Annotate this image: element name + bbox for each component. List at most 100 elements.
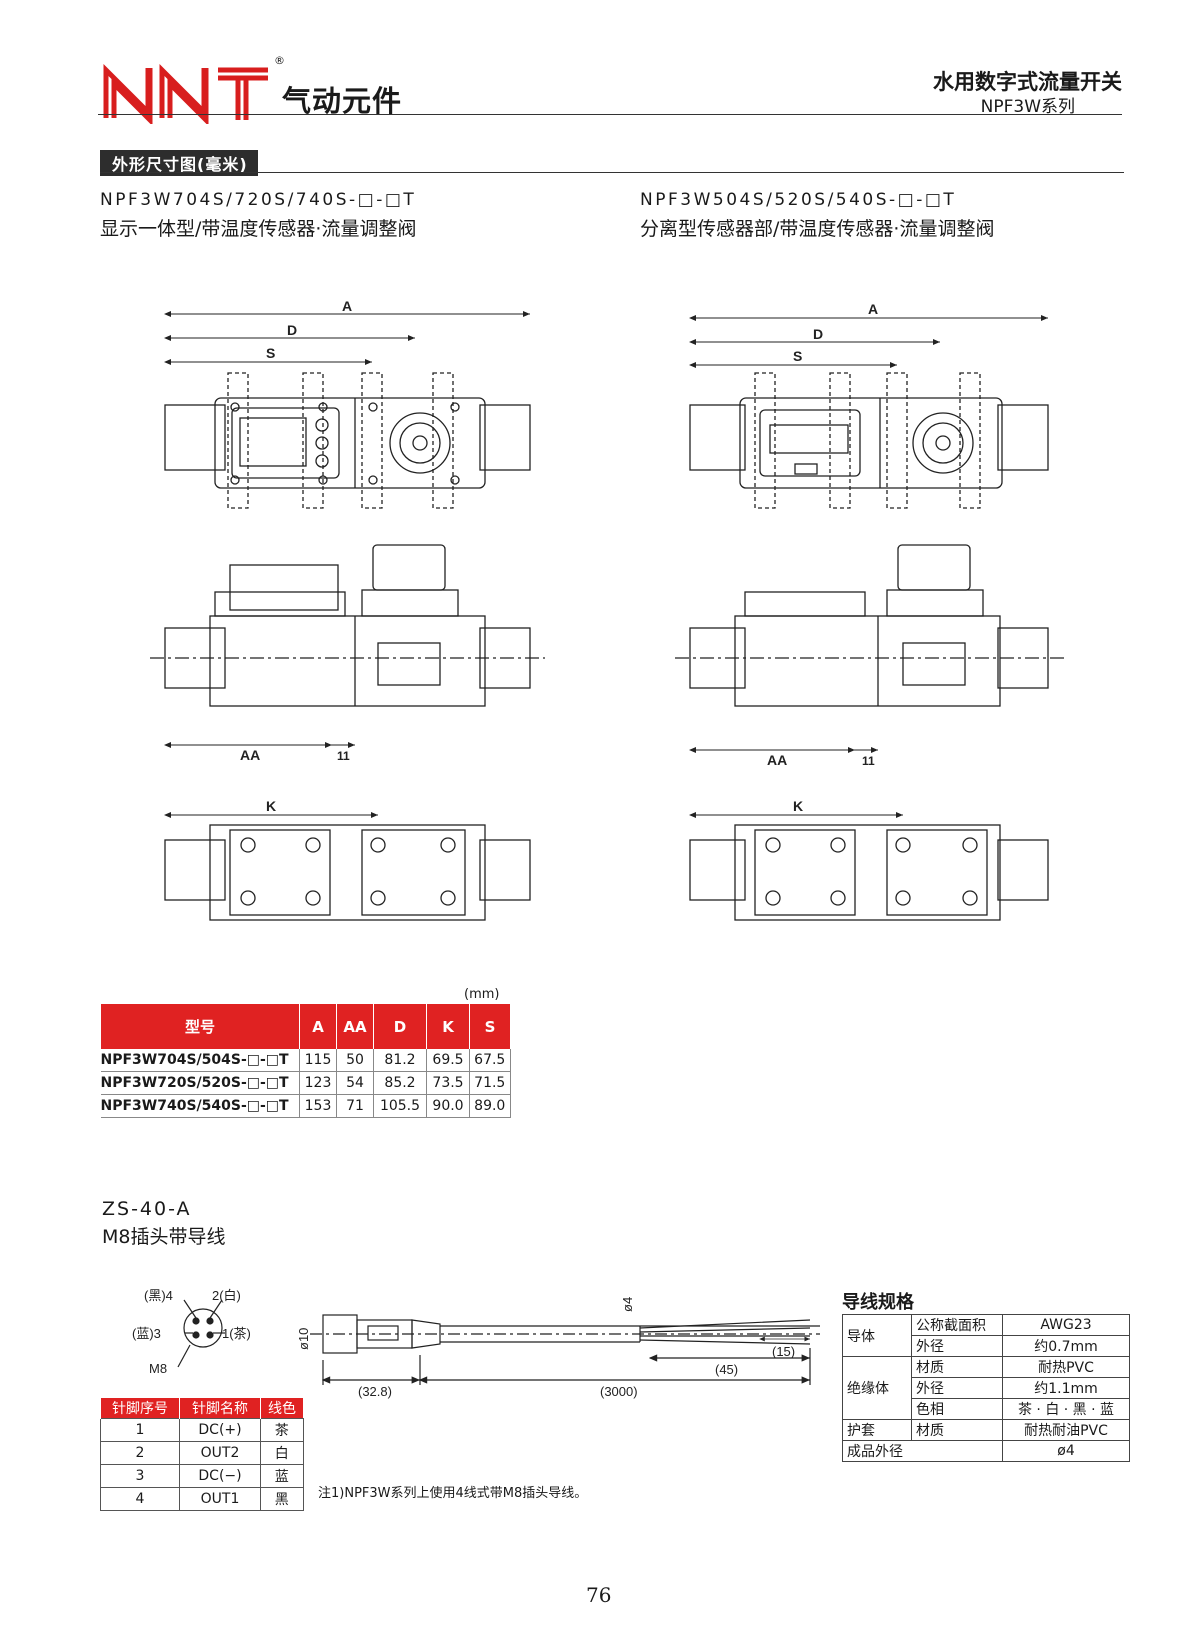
- left-dim-11: 11: [337, 749, 350, 763]
- right-model: NPF3W504S/520S/540S-□-□T: [640, 190, 957, 210]
- left-dim-AA: AA: [240, 747, 260, 763]
- table-cell: 89.0: [469, 1094, 511, 1118]
- page-title: 水用数字式流量开关: [933, 70, 1122, 94]
- col-header-S: S: [469, 1004, 510, 1049]
- len328-label: (32.8): [358, 1384, 392, 1399]
- table-cell: 105.5: [373, 1094, 427, 1118]
- table-cell: 绝缘体: [842, 1356, 912, 1420]
- table-row: 外径约1.1mm: [843, 1377, 1130, 1399]
- left-front-view: [150, 544, 545, 707]
- unit-label: (mm): [464, 987, 500, 1002]
- table-cell: 蓝: [260, 1464, 304, 1488]
- table-cell: 护套: [842, 1419, 912, 1441]
- table-cell: 115: [299, 1049, 337, 1072]
- table-cell: 外径: [911, 1377, 1003, 1399]
- table-cell: 3: [100, 1464, 180, 1488]
- right-dim-A: A: [868, 301, 878, 317]
- nnt-logo: [103, 63, 268, 124]
- cable-note: 注1)NPF3W系列上使用4线式带M8插头导线。: [318, 1486, 588, 1501]
- table-cell: 90.0: [426, 1094, 470, 1118]
- left-dim-S: S: [266, 345, 275, 361]
- left-dim-A: A: [342, 298, 352, 314]
- len3000-label: (3000): [600, 1384, 638, 1399]
- table-cell: DC(−): [179, 1464, 261, 1488]
- table-cell: 约1.1mm: [1002, 1377, 1130, 1399]
- right-front-view: [675, 544, 1065, 707]
- brand-label: 气动元件: [282, 84, 403, 118]
- cable-drawing: (黑)4 2(白) (蓝)3 1(茶) M8 ø10 ø4 (15) (45) …: [132, 1288, 820, 1399]
- right-dim-S: S: [793, 348, 802, 364]
- d4-label: ø4: [620, 1297, 635, 1312]
- registered-mark: ®: [274, 54, 285, 67]
- table-cell: 材质: [911, 1419, 1003, 1441]
- table-cell: 茶 · 白 · 黑 · 蓝: [1002, 1398, 1130, 1420]
- table-cell: 71: [336, 1094, 374, 1118]
- table-cell: 2: [100, 1441, 180, 1465]
- table-cell: 公称截面积: [911, 1314, 1003, 1336]
- table-cell: 85.2: [373, 1071, 427, 1095]
- left-model: NPF3W704S/720S/740S-□-□T: [100, 190, 417, 210]
- table-cell: DC(+): [179, 1418, 261, 1442]
- left-dim-D: D: [287, 322, 297, 338]
- len15-label: (15): [772, 1344, 795, 1359]
- pin2-label: 2(白): [212, 1288, 241, 1303]
- col-header-AA: AA: [336, 1004, 374, 1049]
- d10-label: ø10: [296, 1328, 311, 1350]
- col-header-K: K: [426, 1004, 470, 1049]
- table-cell: 4: [100, 1487, 180, 1511]
- page-number: 76: [586, 1583, 612, 1607]
- dimension-drawings: A D S AA 11 K A D S AA 11 K: [150, 298, 1065, 921]
- table-cell: 耐热PVC: [1002, 1356, 1130, 1378]
- right-dim-11: 11: [862, 754, 875, 768]
- table-cell: 外径: [911, 1335, 1003, 1357]
- right-dim-AA: AA: [767, 752, 787, 768]
- m8-label: M8: [149, 1361, 167, 1376]
- table-cell: AWG23: [1002, 1314, 1130, 1336]
- table-cell: 成品外径: [842, 1440, 1003, 1462]
- table-cell: 153: [299, 1094, 337, 1118]
- table-row: 型号 A AA D K S: [100, 1004, 510, 1049]
- section-divider: [100, 172, 1124, 173]
- table-cell: 73.5: [426, 1071, 470, 1095]
- section-tag: 外形尺寸图(毫米): [100, 150, 258, 176]
- table-cell: 黑: [260, 1487, 304, 1511]
- table-cell: 白: [260, 1441, 304, 1465]
- col-header-D: D: [373, 1004, 427, 1049]
- right-top-view: [689, 372, 1049, 509]
- table-cell: 54: [336, 1071, 374, 1095]
- table-cell: 耐热耐油PVC: [1002, 1419, 1130, 1441]
- right-desc: 分离型传感器部/带温度传感器·流量调整阀: [640, 218, 995, 240]
- table-row: 护套材质耐热耐油PVC: [842, 1419, 1130, 1441]
- table-cell: 1: [100, 1418, 180, 1442]
- table-cell: 71.5: [469, 1071, 511, 1095]
- series-subtitle: NPF3W系列: [980, 97, 1075, 117]
- wire-spec-title: 导线规格: [842, 1292, 914, 1313]
- len45-label: (45): [715, 1362, 738, 1377]
- left-dim-K: K: [266, 798, 276, 814]
- pin1-label: 1(茶): [222, 1326, 251, 1341]
- table-cell: 材质: [911, 1356, 1003, 1378]
- right-dim-D: D: [813, 326, 823, 342]
- pin3-label: (蓝)3: [132, 1326, 161, 1341]
- cable-model: ZS-40-A: [102, 1198, 192, 1220]
- table-cell: 色相: [911, 1398, 1003, 1420]
- cable-desc: M8插头带导线: [102, 1226, 226, 1248]
- table-cell: 69.5: [426, 1049, 470, 1072]
- col-header-model: 型号: [100, 1004, 300, 1049]
- table-cell: 导体: [842, 1314, 912, 1357]
- right-dim-K: K: [793, 798, 803, 814]
- table-cell: 约0.7mm: [1002, 1335, 1130, 1357]
- table-cell: NPF3W740S/540S-□-□T: [100, 1094, 300, 1118]
- table-cell: 123: [299, 1071, 337, 1095]
- table-cell: 81.2: [373, 1049, 427, 1072]
